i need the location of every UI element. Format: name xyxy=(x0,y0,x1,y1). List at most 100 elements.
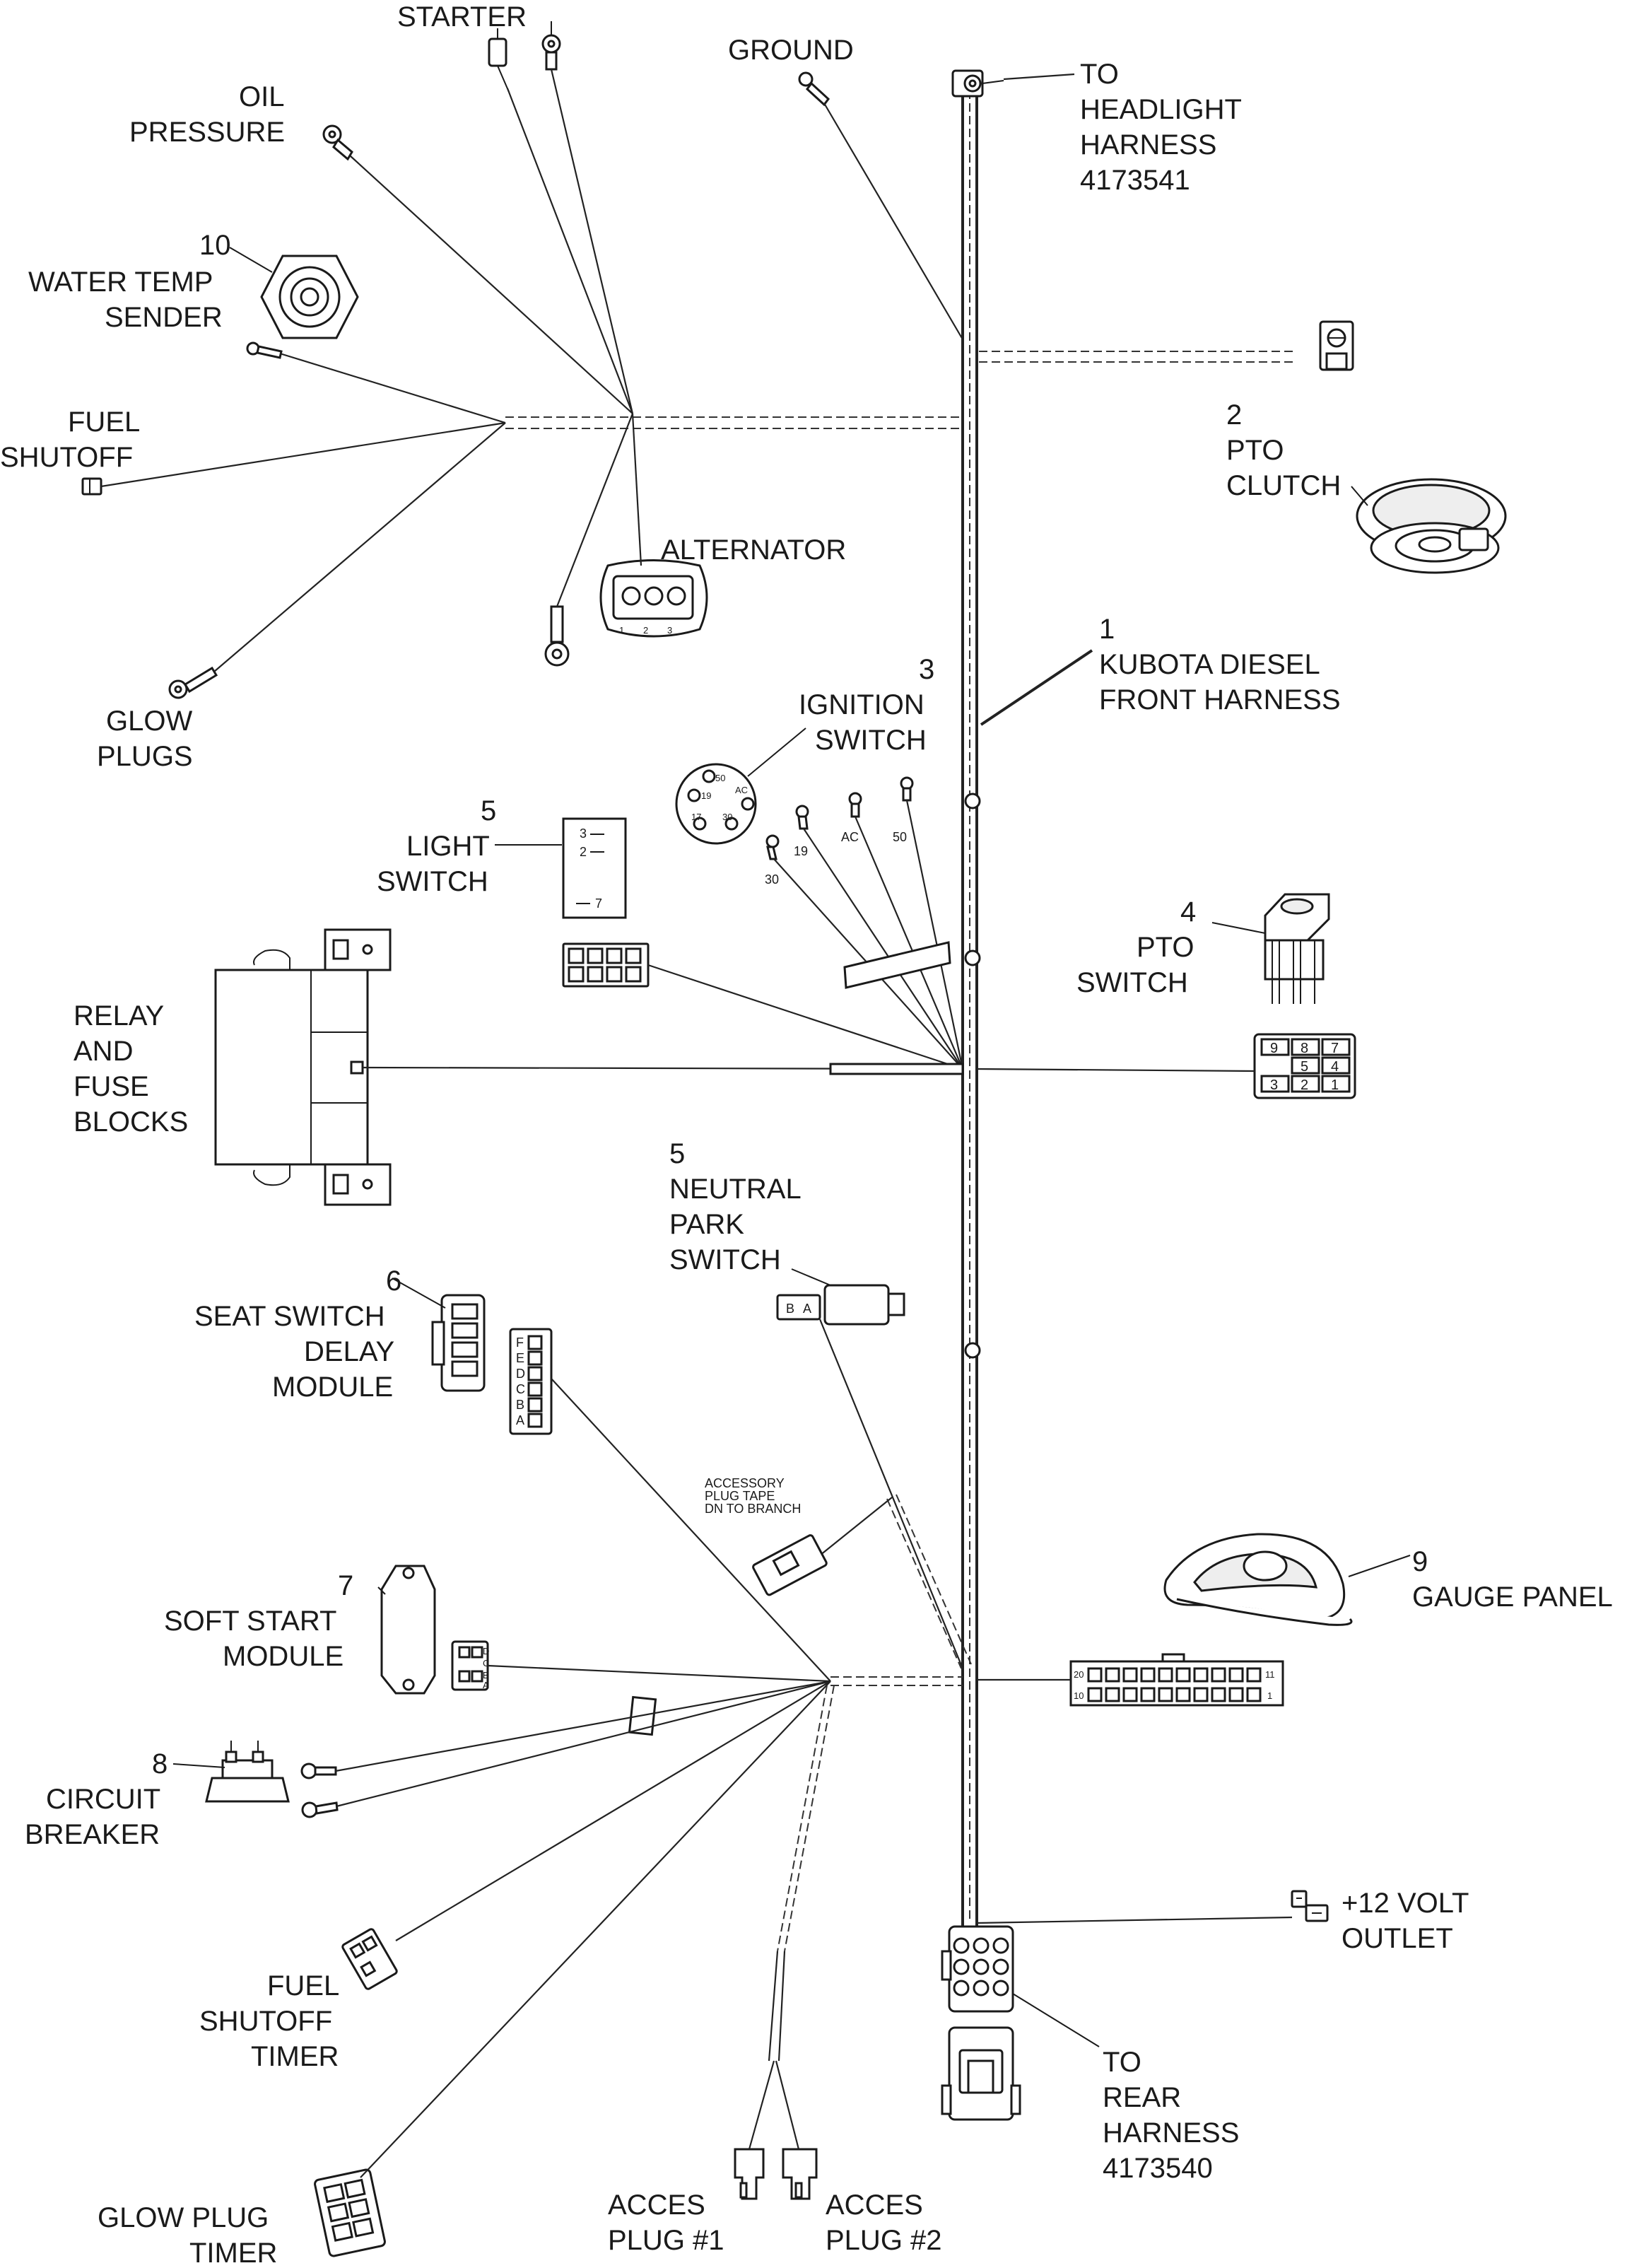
svg-text:WATER TEMP: WATER TEMP xyxy=(28,267,213,298)
label-pto-clutch-number: 2 xyxy=(1226,399,1242,431)
label-accessory-note: ACCESSORY PLUG TAPE DN TO BRANCH xyxy=(705,1476,801,1516)
svg-text:7: 7 xyxy=(595,896,602,911)
svg-text:PLUGS: PLUGS xyxy=(97,741,193,772)
gauge-panel xyxy=(1163,1533,1411,1626)
svg-text:GLOW: GLOW xyxy=(106,706,192,737)
gauge-connector-pin xyxy=(1228,1667,1244,1683)
svg-text:SWITCH: SWITCH xyxy=(815,725,927,756)
svg-text:A: A xyxy=(516,1413,524,1427)
svg-text:PARK: PARK xyxy=(669,1209,744,1240)
label-ground: GROUND xyxy=(728,35,854,66)
svg-text:BREAKER: BREAKER xyxy=(25,1819,160,1850)
gauge-connector-pin xyxy=(1158,1667,1173,1683)
gauge-connector-pin xyxy=(1175,1667,1191,1683)
svg-text:HARNESS: HARNESS xyxy=(1103,2117,1239,2149)
svg-text:3: 3 xyxy=(580,826,587,841)
svg-text:A: A xyxy=(803,1302,811,1316)
svg-text:REAR: REAR xyxy=(1103,2082,1181,2113)
svg-text:PTO: PTO xyxy=(1226,435,1284,466)
svg-text:4: 4 xyxy=(1331,1059,1339,1075)
glow-plug-timer xyxy=(314,1680,831,2257)
svg-text:PTO: PTO xyxy=(1137,932,1194,963)
label-ignition: IGNITION SWITCH xyxy=(799,689,927,756)
svg-text:PRESSURE: PRESSURE xyxy=(129,117,285,148)
seat-switch-module: F E D C B A xyxy=(392,1278,831,1682)
svg-text:30: 30 xyxy=(765,872,779,887)
label-light-switch-number: 5 xyxy=(481,795,496,826)
gauge-connector-pin xyxy=(1211,1687,1226,1702)
label-alternator: ALTERNATOR xyxy=(661,534,846,566)
gauge-connector-pin xyxy=(1122,1667,1138,1683)
svg-text:TO: TO xyxy=(1103,2047,1141,2078)
svg-text:GLOW PLUG: GLOW PLUG xyxy=(98,2202,269,2233)
relay-and-fuse-blocks xyxy=(214,928,964,1206)
svg-text:C: C xyxy=(516,1382,525,1396)
ignition-terminals: 30 19 AC 50 xyxy=(765,776,964,1070)
main-harness-trunk xyxy=(961,71,981,1930)
svg-text:CLUTCH: CLUTCH xyxy=(1226,470,1341,501)
rear-harness-connector xyxy=(941,1925,1100,2121)
harness-leader xyxy=(980,649,1093,726)
soft-start-module: D C B A xyxy=(377,1565,831,1695)
label-neutral-number: 5 xyxy=(669,1138,685,1169)
svg-text:4173540: 4173540 xyxy=(1103,2153,1213,2184)
svg-text:IGNITION: IGNITION xyxy=(799,689,924,720)
label-to-rear: TO REAR HARNESS 4173540 xyxy=(1103,2047,1239,2184)
svg-text:MODULE: MODULE xyxy=(223,1641,344,1672)
harness-tape xyxy=(843,941,951,989)
gauge-connector-pin xyxy=(1087,1667,1103,1683)
svg-text:MODULE: MODULE xyxy=(272,1372,393,1403)
svg-text:AND: AND xyxy=(74,1036,133,1067)
svg-text:NEUTRAL: NEUTRAL xyxy=(669,1174,802,1205)
gauge-connector-pin xyxy=(1158,1687,1173,1702)
circuit-breaker xyxy=(172,1680,831,1818)
label-gauge-number: 9 xyxy=(1412,1546,1428,1577)
gauge-connector-pin xyxy=(1105,1667,1120,1683)
svg-text:8: 8 xyxy=(1301,1041,1308,1056)
svg-text:SENDER: SENDER xyxy=(105,302,223,333)
pto-switch xyxy=(1211,893,1330,1004)
svg-text:DN TO BRANCH: DN TO BRANCH xyxy=(705,1502,801,1516)
svg-text:F: F xyxy=(516,1335,524,1350)
svg-text:SWITCH: SWITCH xyxy=(377,866,488,897)
svg-text:TIMER: TIMER xyxy=(251,2041,339,2072)
label-relay: RELAY AND FUSE BLOCKS xyxy=(74,1000,188,1138)
svg-text:AC: AC xyxy=(841,830,859,844)
svg-text:SEAT SWITCH: SEAT SWITCH xyxy=(194,1301,385,1332)
label-circuit: CIRCUIT BREAKER xyxy=(25,1784,160,1850)
svg-text:AC: AC xyxy=(735,785,748,795)
svg-text:ACCES: ACCES xyxy=(826,2190,923,2221)
svg-text:19: 19 xyxy=(701,790,711,801)
svg-text:BLOCKS: BLOCKS xyxy=(74,1106,188,1138)
svg-text:5: 5 xyxy=(1301,1059,1308,1075)
label-oil-pressure: OIL PRESSURE xyxy=(129,81,285,148)
svg-text:4173541: 4173541 xyxy=(1080,165,1190,196)
label-pto-switch-number: 4 xyxy=(1180,896,1196,928)
svg-text:2: 2 xyxy=(580,845,587,859)
label-seat-number: 6 xyxy=(386,1265,401,1297)
svg-text:10: 10 xyxy=(1074,1690,1084,1701)
gauge-connector-pin xyxy=(1087,1687,1103,1702)
acces-plug-2 xyxy=(782,2148,818,2200)
svg-text:20: 20 xyxy=(1074,1669,1084,1680)
svg-text:HEADLIGHT: HEADLIGHT xyxy=(1080,94,1242,125)
light-switch-connector xyxy=(562,942,963,1070)
label-glow-timer: GLOW PLUG TIMER xyxy=(98,2202,277,2268)
gauge-connector-pin xyxy=(1105,1687,1120,1702)
gauge-connector-pin xyxy=(1246,1687,1262,1702)
gauge-connector-pin xyxy=(1228,1687,1244,1702)
label-harness-number: 1 xyxy=(1099,614,1115,645)
svg-text:50: 50 xyxy=(893,830,907,844)
svg-text:C: C xyxy=(483,1658,489,1668)
svg-text:1: 1 xyxy=(1267,1690,1272,1701)
svg-text:DELAY: DELAY xyxy=(304,1336,394,1367)
ground-terminal xyxy=(798,71,963,340)
svg-text:CIRCUIT: CIRCUIT xyxy=(46,1784,160,1815)
svg-text:A: A xyxy=(483,1680,489,1690)
label-pto-switch: PTO SWITCH xyxy=(1076,932,1194,998)
svg-text:B: B xyxy=(483,1670,489,1680)
svg-text:SHUTOFF: SHUTOFF xyxy=(0,442,133,473)
svg-text:RELAY: RELAY xyxy=(74,1000,164,1031)
pto-switch-connector: 9 8 7 5 4 3 2 1 xyxy=(976,1033,1356,1099)
